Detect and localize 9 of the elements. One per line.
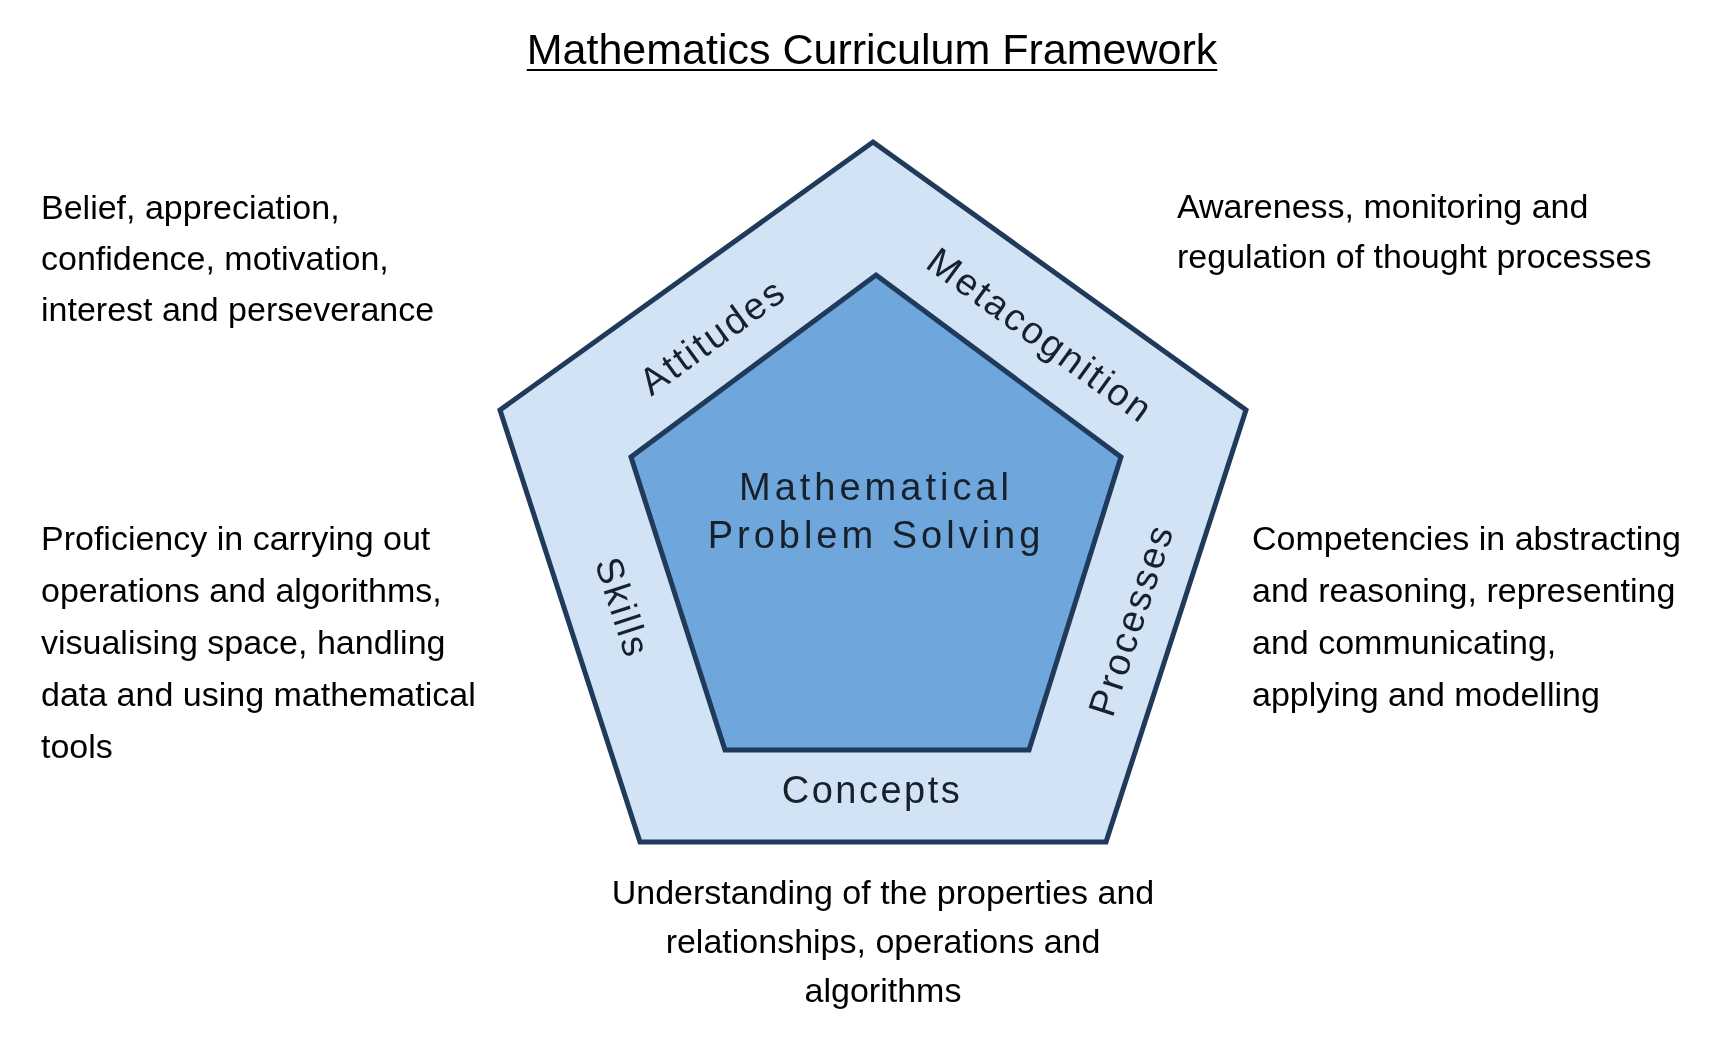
title: Mathematics Curriculum Framework (526, 24, 1218, 75)
description-text: Belief, appreciation, confidence, motivation, interest and perseverance (41, 187, 436, 330)
description-text: Competencies in abstracting and reasoning, representing and communicating, applying and modelling (1252, 518, 1682, 715)
description-text: Awareness, monitoring and regulation of thought processes (1177, 186, 1653, 277)
description-text: Understanding of the properties and relationships, operations and algorithms (610, 872, 1156, 1011)
segment-label: Skills (586, 552, 658, 664)
center-label: Mathematical Problem Solving (706, 465, 1046, 558)
description-text: Proficiency in carrying out operations and algorithms, visualising space, handling data and using mathematical tools (41, 518, 477, 767)
segment-label: Concepts (781, 770, 963, 812)
